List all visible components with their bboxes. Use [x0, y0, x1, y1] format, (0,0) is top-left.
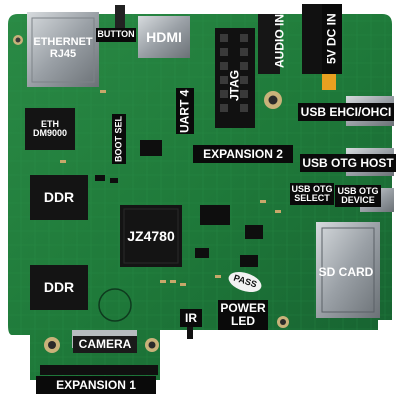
audio-in-label: AUDIO IN: [272, 14, 287, 68]
expansion1-header: [40, 365, 158, 375]
usb-otg-device-line1: USB OTG: [337, 185, 379, 196]
jtag-label: JTAG: [227, 69, 242, 101]
usb-otg-device-line2: DEVICE: [341, 195, 375, 205]
usb-otg-host-label: USB OTG HOST: [300, 154, 396, 172]
boot-sel-label: BOOT SEL: [112, 114, 126, 164]
power-led-line1: POWER: [220, 301, 266, 316]
expansion2-label: EXPANSION 2: [193, 145, 293, 163]
ir-sensor: [187, 325, 193, 339]
usb-otg-device-label: USB OTG DEVICE: [335, 185, 381, 207]
uart4-label: UART 4: [176, 88, 194, 134]
camera-label: CAMERA: [73, 336, 137, 353]
power-led-label: POWER LED: [218, 300, 268, 330]
ethernet-connector: [27, 12, 99, 87]
hdmi-connector: [138, 16, 190, 58]
button-label: BUTTON: [96, 28, 136, 42]
ir-label: IR: [180, 309, 202, 327]
usb-otg-select-label: USB OTG SELECT: [290, 183, 334, 205]
power-led-line2: LED: [231, 314, 255, 328]
ddr-chip-top: [30, 175, 88, 220]
soc-label: JZ4780: [127, 227, 175, 244]
ddr-top-label: DDR: [43, 188, 75, 205]
ddr-chip-bottom: [30, 265, 88, 310]
eth-chip-label-line1: ETH: [41, 118, 59, 129]
eth-chip-label-line2: DM9000: [32, 128, 68, 138]
usb-ehci-label: USB EHCI/OHCI: [298, 103, 394, 121]
usb-otg-select-line1: USB OTG: [291, 183, 333, 194]
expansion1-label: EXPANSION 1: [36, 376, 156, 394]
eth-chip-label: ETH DM9000: [28, 110, 72, 148]
ethernet-label: ETHERNET RJ45: [30, 15, 96, 83]
camera-ring: [98, 288, 132, 322]
ethernet-label-line2: RJ45: [49, 48, 77, 60]
sd-card-label: SD CARD: [318, 264, 374, 279]
soc-chip: [120, 205, 182, 267]
eth-chip: [25, 108, 75, 150]
button-part: [115, 5, 125, 31]
ethernet-label-line1: ETHERNET: [33, 36, 93, 49]
hdmi-label: HDMI: [146, 28, 182, 45]
audio-jack: [258, 14, 280, 74]
usb-otg-select-line2: SELECT: [294, 193, 330, 203]
ddr-bottom-label: DDR: [43, 278, 75, 295]
sd-card-slot: [316, 222, 380, 318]
dc-in-label: 5V DC IN: [322, 4, 342, 74]
